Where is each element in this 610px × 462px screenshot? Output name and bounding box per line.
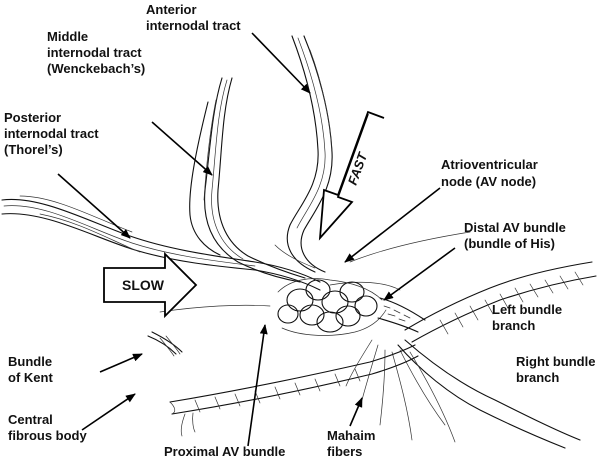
proximal-pointer [247, 324, 268, 447]
svg-text:internodal tract: internodal tract [146, 18, 241, 33]
central-pointer [81, 393, 136, 431]
av-node-label: Atrioventricular node (AV node) [441, 157, 538, 189]
av-node-coils [277, 278, 387, 336]
his-pointer [383, 247, 456, 301]
mahaim-pointer [349, 397, 363, 427]
posterior-tract-fibers [1, 195, 321, 291]
anterior-pointer [251, 32, 311, 94]
slow-arrow: SLOW [103, 251, 198, 319]
middle-tract-fibers [189, 77, 306, 283]
svg-text:(Thorel’s): (Thorel’s) [4, 142, 63, 157]
svg-text:node (AV node): node (AV node) [441, 174, 536, 189]
left-bundle-branch-label: Left bundle branch [492, 302, 562, 333]
bundle-of-kent-fibers [147, 331, 183, 357]
distal-av-bundle-label: Distal AV bundle (bundle of His) [464, 220, 566, 251]
svg-text:Right bundle: Right bundle [516, 354, 595, 369]
middle-tract-label: Middle internodal tract (Wenckebach’s) [47, 29, 145, 76]
svg-text:Mahaim: Mahaim [327, 428, 375, 443]
svg-text:Proximal AV bundle: Proximal AV bundle [164, 444, 285, 459]
svg-text:fibers: fibers [327, 444, 362, 459]
atrial-outline [159, 231, 471, 313]
svg-text:Middle: Middle [47, 29, 88, 44]
svg-text:branch: branch [492, 318, 535, 333]
svg-text:Central: Central [8, 412, 53, 427]
svg-text:of Kent: of Kent [8, 370, 53, 385]
svg-text:internodal tract: internodal tract [47, 45, 142, 60]
kent-pointer [99, 353, 143, 373]
middle-pointer [151, 121, 213, 176]
posterior-tract-label: Posterior internodal tract (Thorel’s) [4, 110, 99, 157]
svg-text:Posterior: Posterior [4, 110, 61, 125]
right-bundle-branch-label: Right bundle branch [516, 354, 595, 385]
svg-text:Left bundle: Left bundle [492, 302, 562, 317]
proximal-av-bundle-label: Proximal AV bundle [164, 444, 285, 459]
pointer-arrows [57, 32, 456, 447]
svg-text:Atrioventricular: Atrioventricular [441, 157, 538, 172]
central-fibrous-band [169, 344, 419, 437]
svg-text:branch: branch [516, 370, 559, 385]
bundle-of-kent-label: Bundle of Kent [8, 354, 53, 385]
left-bundle-branch-band [404, 261, 597, 343]
svg-text:Distal AV bundle: Distal AV bundle [464, 220, 566, 235]
av-node-pointer [344, 187, 441, 263]
mahaim-fibers-label: Mahaim fibers [327, 428, 375, 459]
slow-label: SLOW [122, 277, 165, 293]
svg-text:fibrous body: fibrous body [8, 428, 87, 443]
anterior-tract-fibers [274, 35, 333, 273]
svg-text:(Wenckebach’s): (Wenckebach’s) [47, 61, 145, 76]
svg-text:Anterior: Anterior [146, 2, 197, 17]
svg-text:(bundle of His): (bundle of His) [464, 236, 555, 251]
central-fibrous-body-label: Central fibrous body [8, 412, 87, 443]
svg-text:internodal tract: internodal tract [4, 126, 99, 141]
svg-text:Bundle: Bundle [8, 354, 52, 369]
posterior-pointer [57, 173, 131, 239]
his-bundle-fibers [377, 297, 426, 333]
anterior-tract-label: Anterior internodal tract [146, 2, 241, 33]
